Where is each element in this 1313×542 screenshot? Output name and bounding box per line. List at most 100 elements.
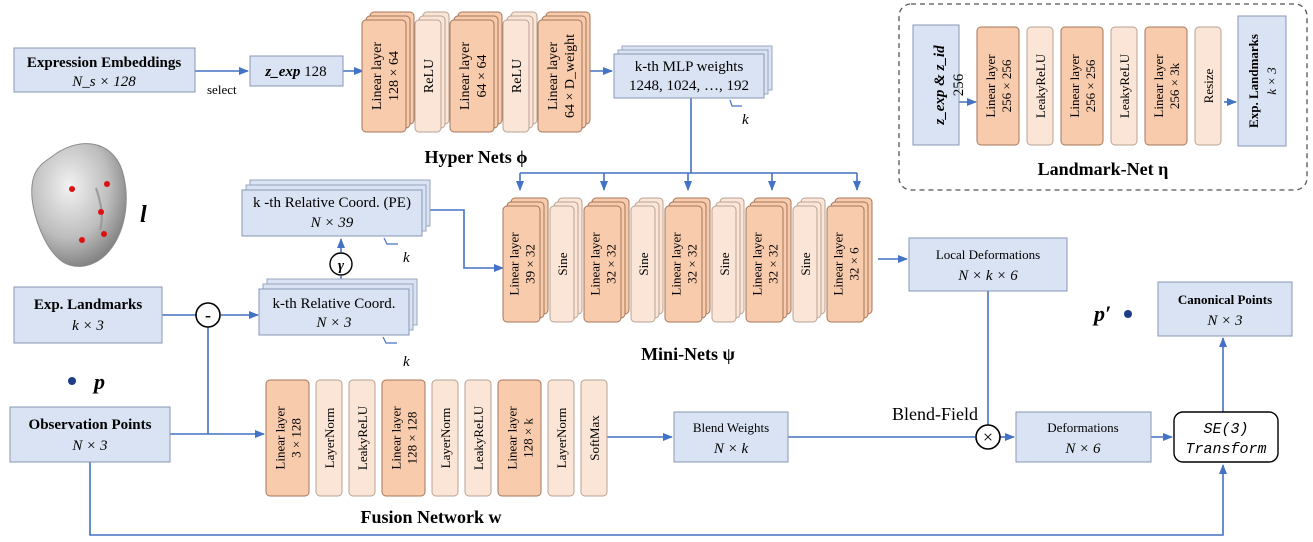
relative-k: k bbox=[403, 354, 410, 370]
layer-dim: 128 × 128 bbox=[405, 412, 420, 465]
activation-layer-label: LayerNorm bbox=[438, 408, 453, 469]
linear-layer-block bbox=[502, 205, 541, 323]
layer-name: LayerNorm bbox=[554, 408, 569, 469]
landmark-dot bbox=[79, 237, 85, 243]
face-shape bbox=[31, 143, 127, 267]
relative-brace bbox=[382, 336, 397, 344]
activation-layer-label: LeakyReLU bbox=[1033, 53, 1048, 118]
minus-operator bbox=[195, 302, 221, 328]
exp-landmarks-dim: k × 3 bbox=[72, 318, 104, 334]
canonical-points-dim: N × 3 bbox=[1206, 313, 1242, 329]
activation-layer-label: ReLU bbox=[422, 59, 437, 93]
point-p-prime-dot bbox=[1124, 310, 1132, 318]
activation-layer-label: LeakyReLU bbox=[1117, 53, 1132, 118]
expression-embeddings-box bbox=[13, 47, 196, 93]
layer-name: Linear layer bbox=[669, 232, 684, 296]
layer-dim: 3 × 128 bbox=[289, 418, 304, 458]
relative-pe-box bbox=[241, 189, 423, 237]
layer-name: ReLU bbox=[510, 59, 525, 93]
linear-layer-block bbox=[583, 205, 622, 323]
layer-name: Sine bbox=[555, 252, 570, 275]
blend-weights-dim: N × k bbox=[713, 441, 749, 457]
relative-coord-group: k-th Relative Coord. N × 3 k bbox=[258, 278, 418, 370]
layer-dim: 256 × 256 bbox=[1083, 59, 1098, 112]
activation-layer-block bbox=[580, 379, 608, 497]
linear-layer-block bbox=[826, 205, 865, 323]
activation-layer-block bbox=[549, 205, 575, 323]
linear-layer-block bbox=[664, 205, 703, 323]
activation-layer-block bbox=[630, 205, 656, 323]
expression-embeddings-title: Expression Embeddings bbox=[27, 55, 182, 71]
activation-layer-label: Sine bbox=[717, 252, 732, 275]
layer-dim: 39 × 32 bbox=[523, 244, 538, 284]
relative-pe-brace bbox=[383, 237, 398, 245]
relative-pe-dim: N × 39 bbox=[310, 215, 354, 231]
point-p-dot bbox=[68, 377, 76, 385]
activation-layer-block bbox=[502, 19, 530, 133]
layer-name: Linear layer bbox=[389, 406, 404, 470]
blend-weights-title: Blend Weights bbox=[693, 420, 769, 435]
landmark-dot bbox=[98, 209, 104, 215]
activation-layer-label: Sine bbox=[798, 252, 813, 275]
layer-name: Linear layer bbox=[1067, 54, 1082, 118]
layer-name: Linear layer bbox=[458, 42, 473, 110]
linear-layer-label: Linear layer32 × 32 bbox=[750, 232, 781, 296]
blend-weights-box bbox=[673, 411, 789, 463]
landmark-net-frame bbox=[898, 3, 1308, 191]
mini-nets-title: Mini-Nets ψ bbox=[641, 344, 735, 364]
transform-label: Transform bbox=[1185, 441, 1266, 458]
activation-layer-label: Resize bbox=[1201, 68, 1216, 103]
observation-points-dim: N × 3 bbox=[71, 438, 107, 454]
activation-layer-block bbox=[315, 379, 343, 497]
local-deformations-dim: N × k × 6 bbox=[957, 268, 1018, 284]
layer-name: Sine bbox=[717, 252, 732, 275]
activation-layer-label: ReLU bbox=[510, 59, 525, 93]
linear-layer-block bbox=[745, 205, 784, 323]
layer-name: Linear layer bbox=[370, 42, 385, 110]
activation-layer-block bbox=[792, 205, 818, 323]
exp-landmarks-title: Exp. Landmarks bbox=[34, 297, 143, 313]
linear-layer-block bbox=[1144, 26, 1188, 146]
activation-layer-block bbox=[348, 379, 376, 497]
deformations-title: Deformations bbox=[1047, 420, 1118, 435]
activation-layer-label: Sine bbox=[636, 252, 651, 275]
relative-dim: N × 3 bbox=[315, 315, 351, 331]
relative-title: k-th Relative Coord. bbox=[273, 296, 396, 312]
linear-layer-block bbox=[1060, 26, 1104, 146]
mlp-weights-box bbox=[613, 53, 765, 99]
activation-layer-block bbox=[431, 379, 459, 497]
layer-name: LeakyReLU bbox=[355, 405, 370, 470]
layer-name: Sine bbox=[798, 252, 813, 275]
se3-label: SE(3) bbox=[1203, 421, 1248, 438]
layer-dim: 32 × 32 bbox=[685, 244, 700, 284]
gamma-label: γ bbox=[338, 258, 345, 274]
layer-dim: 64 × 64 bbox=[475, 55, 490, 98]
relative-pe-group: k -th Relative Coord. (PE) N × 39 k bbox=[241, 179, 431, 266]
activation-layer-block bbox=[547, 379, 575, 497]
layer-dim: 128 × k bbox=[521, 418, 536, 458]
linear-layer-label: Linear layer32 × 6 bbox=[831, 232, 862, 296]
linear-layer-label: Linear layer256 × 3k bbox=[1151, 54, 1182, 118]
layer-name: LeakyReLU bbox=[1117, 53, 1132, 118]
linear-layer-block bbox=[449, 19, 495, 133]
linear-layer-block bbox=[976, 26, 1020, 146]
layer-name: Linear layer bbox=[546, 42, 561, 110]
linear-layer-block bbox=[361, 19, 407, 133]
layer-name: LayerNorm bbox=[322, 408, 337, 469]
layer-dim: 32 × 32 bbox=[766, 244, 781, 284]
activation-layer-block bbox=[414, 19, 442, 133]
layer-dim: 32 × 32 bbox=[604, 244, 619, 284]
point-p-label: p bbox=[92, 369, 105, 394]
layer-name: Linear layer bbox=[831, 232, 846, 296]
canonical-points-box bbox=[1157, 281, 1293, 337]
linear-layer-label: Linear layer256 × 256 bbox=[1067, 54, 1098, 118]
